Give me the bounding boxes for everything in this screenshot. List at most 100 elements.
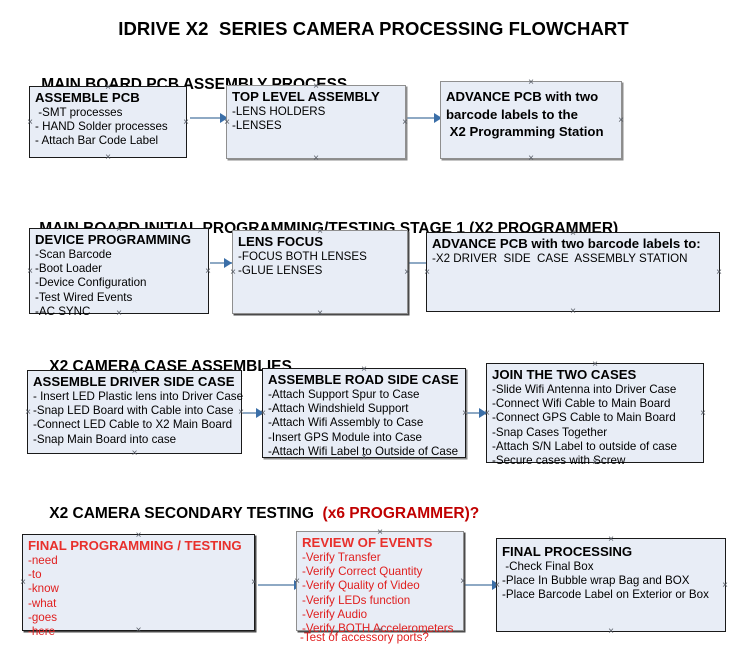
box-review-of-events[interactable]: REVIEW OF EVENTS -Verify Transfer -Verif… [296,531,464,635]
box-content: ASSEMBLE DRIVER SIDE CASE - Insert LED P… [28,371,244,447]
selection-handle-bottom[interactable] [312,154,321,163]
box-line: -know [28,582,59,596]
box-content: ASSEMBLE ROAD SIDE CASE -Attach Support … [263,369,465,459]
box-line: -Test Wired Events [35,290,133,304]
box-line: -Verify LEDs function [302,593,411,607]
box-content: REVIEW OF EVENTS -Verify Transfer -Verif… [297,532,463,636]
page-title: IDRIVE X2 SERIES CAMERA PROCESSING FLOWC… [118,18,629,39]
box-assemble-road-side-case[interactable]: ASSEMBLE ROAD SIDE CASE -Attach Support … [262,368,466,458]
connector-line-3a [243,412,265,414]
box-line: -SMT processes [35,106,123,119]
section-heading-x2-camera-secondary-testing: X2 CAMERA SECONDARY TESTING (x6 PROGRAMM… [32,487,479,541]
box-line: - Insert LED Plastic lens into Driver Ca… [33,390,244,403]
box-title: ASSEMBLE DRIVER SIDE CASE [33,374,235,389]
box-line: barcode labels to the [446,106,578,122]
selection-handle-bottom[interactable] [527,154,536,163]
box-line: -what [28,596,57,610]
box-content: DEVICE PROGRAMMING -Scan Barcode -Boot L… [30,229,208,319]
box-line: - Attach Bar Code Label [35,134,159,148]
box-line: -X2 DRIVER SIDE CASE ASSEMBLY STATION [432,252,688,265]
box-assemble-pcb[interactable]: ASSEMBLE PCB -SMT processes - HAND Solde… [29,86,187,158]
connector-arrow-3a [256,408,264,418]
connector-line-3b [466,412,488,414]
connector-arrow-3b [479,408,487,418]
box-line: -Connect Wifi Cable to Main Board [492,397,671,411]
box-line: -Boot Loader [35,262,103,276]
box-line: -Insert GPS Module into Case [268,430,423,444]
box-line: -Place Barcode Label on Exterior or Box [502,588,709,602]
box-title: TOP LEVEL ASSEMBLY [232,89,380,104]
box-line: -Slide Wifi Antenna into Driver Case [492,383,677,396]
box-line: -GLUE LENSES [238,264,323,278]
box-line: -to [28,568,42,582]
box-line: -LENSES [232,119,282,133]
connector-line-2a [210,262,232,264]
box-line: -Attach Windshield Support [268,402,409,416]
box-content: TOP LEVEL ASSEMBLY -LENS HOLDERS -LENSES [227,86,405,133]
box-line: -Device Configuration [35,276,147,290]
selection-handle-bottom[interactable] [104,153,113,162]
box-line: -Snap Cases Together [492,425,608,439]
section-heading-text: X2 CAMERA SECONDARY TESTING [49,505,323,522]
box-line: -Snap Main Board into case [33,432,177,446]
box-line: -Attach S/N Label to outside of case [492,439,677,453]
box-line: -Attach Wifi Label to Outside of Case [268,444,459,458]
box-title: LENS FOCUS [238,234,323,249]
box-title: ASSEMBLE ROAD SIDE CASE [268,372,459,387]
connector-line-1b [406,117,440,119]
box-line: -Attach Wifi Assembly to Case [268,416,424,430]
box-title: ASSEMBLE PCB [35,90,140,105]
box-line: -Verify Correct Quantity [302,565,423,579]
selection-handle-left[interactable] [423,268,432,277]
box-advance-pcb-driver-side-case[interactable]: ADVANCE PCB with two barcode labels to: … [426,232,720,312]
box-device-programming[interactable]: DEVICE PROGRAMMING -Scan Barcode -Boot L… [29,228,209,318]
box-advance-pcb-programming-station[interactable]: ADVANCE PCB with two barcode labels to t… [440,81,622,159]
box-content: JOIN THE TWO CASES -Slide Wifi Antenna i… [487,364,703,468]
selection-handle-bottom[interactable] [607,627,616,636]
box-title: JOIN THE TWO CASES [492,367,637,382]
box-title: FINAL PROCESSING [502,544,633,559]
box-content: LENS FOCUS -FOCUS BOTH LENSES -GLUE LENS… [233,231,407,278]
box-top-level-assembly[interactable]: TOP LEVEL ASSEMBLY -LENS HOLDERS -LENSES [226,85,406,159]
box-content: FINAL PROGRAMMING / TESTING -need -to -k… [23,535,254,639]
box-final-programming-testing[interactable]: FINAL PROGRAMMING / TESTING -need -to -k… [22,534,255,638]
box-content: ASSEMBLE PCB -SMT processes - HAND Solde… [30,87,186,149]
box-line: -Verify Transfer [302,551,381,564]
box-content: FINAL PROCESSING -Check Final Box -Place… [497,539,725,603]
box-line: -Connect LED Cable to X2 Main Board [33,418,233,432]
box-line: -Place In Bubble wrap Bag and BOX [502,574,690,588]
connector-arrow-1a [220,113,228,123]
box-line: -Connect GPS Cable to Main Board [492,411,676,425]
box-line: -Verify Audio [302,607,368,621]
connector-line-4a [258,584,302,586]
box-line: -Attach Support Spur to Case [268,388,420,401]
box-final-processing[interactable]: FINAL PROCESSING -Check Final Box -Place… [496,538,726,632]
box-line: -Snap LED Board with Cable into Case [33,404,234,418]
box-title: FINAL PROGRAMMING / TESTING [28,538,242,553]
box-line: -goes [28,610,58,624]
connector-line-1a [190,117,226,119]
box-line: -Check Final Box [502,560,594,573]
selection-handle-right[interactable] [715,268,724,277]
section-heading-accent: (x6 PROGRAMMER)? [322,505,480,522]
box-line: -Scan Barcode [35,248,112,261]
selection-handle-bottom[interactable] [130,449,139,458]
selection-handle-bottom[interactable] [316,309,325,318]
connector-line-4b [463,584,499,586]
box-line: -need [28,554,58,567]
connector-arrow-2a [224,258,232,268]
box-line: X2 Programming Station [446,124,604,139]
box-line: -Verify Quality of Video [302,579,420,593]
box-lens-focus[interactable]: LENS FOCUS -FOCUS BOTH LENSES -GLUE LENS… [232,230,408,314]
box-join-the-two-cases[interactable]: JOIN THE TWO CASES -Slide Wifi Antenna i… [486,363,704,467]
box-review-of-events-overflow-line: -Test of accessory ports? [300,631,429,644]
selection-handle-bottom[interactable] [569,307,578,316]
box-content: ADVANCE PCB with two barcode labels to t… [441,82,621,141]
box-line: -AC SYNC [35,304,91,318]
box-line: -LENS HOLDERS [232,105,326,118]
box-title: ADVANCE PCB with two barcode labels to: [432,236,701,251]
box-line: - HAND Solder processes [35,120,168,134]
box-assemble-driver-side-case[interactable]: ASSEMBLE DRIVER SIDE CASE - Insert LED P… [27,370,244,454]
box-line: ADVANCE PCB with two [446,89,599,104]
